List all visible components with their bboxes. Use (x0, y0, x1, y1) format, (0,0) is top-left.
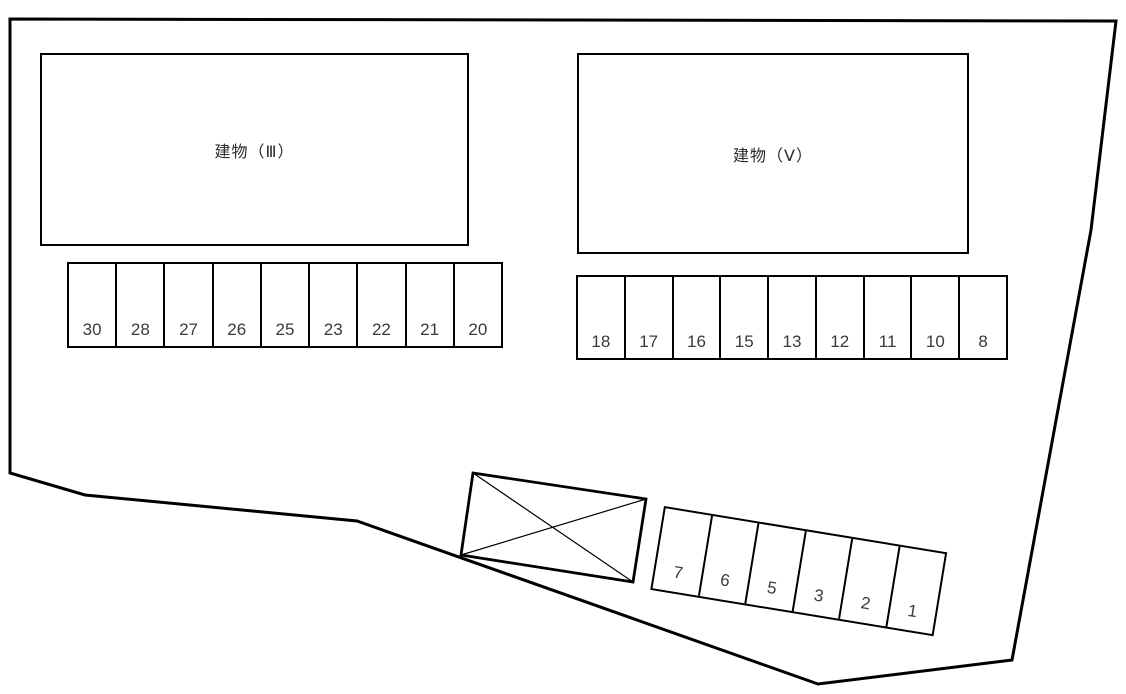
building-iii: 建物（Ⅲ） (40, 53, 469, 246)
parking-space-25: 25 (259, 264, 308, 346)
parking-space-28: 28 (115, 264, 163, 346)
parking-space-number: 8 (978, 332, 988, 351)
parking-space-13: 13 (767, 277, 815, 358)
parking-space-18: 18 (578, 277, 624, 358)
cross-diagonal-2 (460, 498, 647, 556)
parking-space-number: 16 (686, 332, 706, 351)
site-boundary-outline (8, 17, 1118, 686)
parking-space-number: 11 (878, 332, 897, 351)
parking-space-number: 6 (718, 570, 732, 591)
parking-space-number: 25 (275, 320, 295, 339)
parking-space-number: 23 (323, 320, 343, 339)
parking-space-number: 5 (765, 577, 779, 599)
parking-space-26: 26 (211, 264, 260, 346)
parking-space-number: 30 (82, 320, 102, 339)
parking-space-number: 15 (734, 332, 754, 351)
parking-space-number: 17 (639, 332, 659, 351)
building-iii-label: 建物（Ⅲ） (214, 143, 295, 161)
parking-space-number: 21 (420, 320, 440, 339)
parking-space-number: 3 (812, 585, 825, 606)
parking-space-number: 13 (782, 332, 802, 351)
parking-space-30: 30 (69, 264, 115, 346)
parking-space-number: 28 (130, 320, 150, 339)
parking-space-number: 2 (859, 593, 872, 614)
parking-row-upper-right: 18 17 16 15 13 12 11 10 8 (576, 275, 1008, 360)
building-v-label: 建物（Ⅴ） (733, 147, 813, 165)
parking-space-22: 22 (356, 264, 404, 346)
parking-space-17: 17 (623, 277, 672, 358)
parking-space-23: 23 (308, 264, 356, 346)
parking-space-11: 11 (862, 277, 911, 358)
parking-space-number: 18 (591, 332, 611, 351)
parking-space-number: 22 (371, 320, 391, 339)
parking-space-21: 21 (404, 264, 453, 346)
parking-space-number: 20 (468, 320, 488, 339)
parking-space-8: 8 (958, 277, 1006, 358)
parking-space-number: 12 (830, 332, 850, 351)
parking-space-15: 15 (719, 277, 767, 358)
crossed-out-box (459, 471, 648, 584)
parking-space-27: 27 (163, 264, 211, 346)
parking-space-10: 10 (910, 277, 958, 358)
building-v: 建物（Ⅴ） (577, 53, 969, 254)
parking-space-16: 16 (671, 277, 720, 358)
parking-space-12: 12 (814, 277, 863, 358)
parking-space-20: 20 (452, 264, 501, 346)
parking-space-number: 7 (671, 562, 685, 583)
parking-space-number: 1 (906, 600, 919, 622)
parking-space-number: 26 (227, 320, 247, 339)
parking-space-number: 10 (925, 332, 945, 351)
parking-row-upper-left: 30 28 27 26 25 23 22 21 20 (67, 262, 503, 348)
parking-space-number: 27 (179, 320, 198, 339)
